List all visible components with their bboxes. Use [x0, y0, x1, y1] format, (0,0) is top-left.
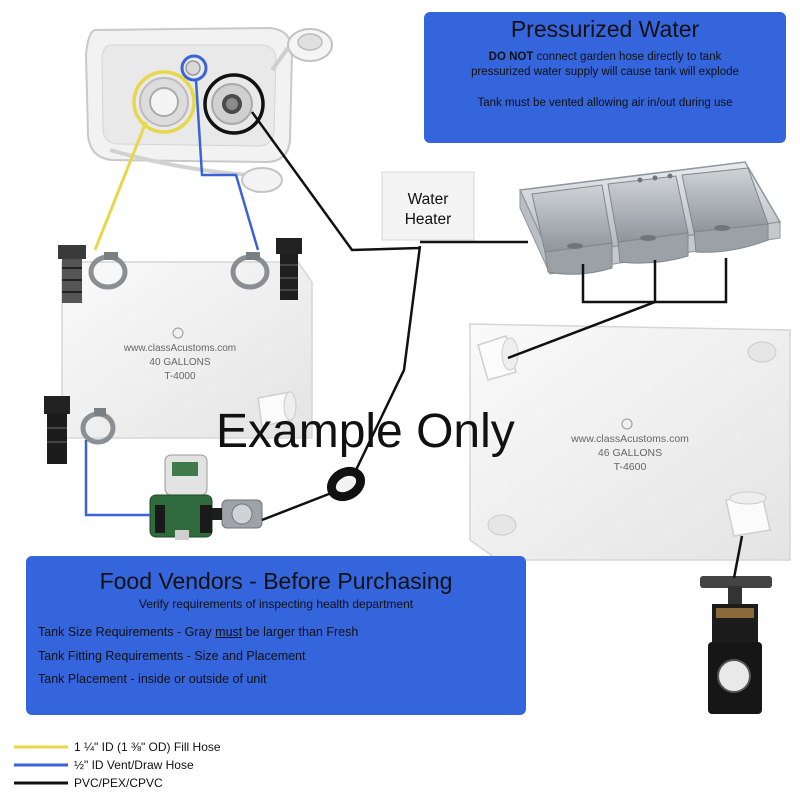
hose-clamp-icon — [80, 408, 116, 445]
pvc-pipe-inlet — [250, 111, 421, 252]
pump-icon — [149, 454, 213, 540]
requirement-size-emphasis: must — [215, 625, 243, 639]
gray-tank-website: www.classAcustoms.com — [571, 433, 689, 445]
legend-fill-hose: 1 ¼" ID (1 ⅜" OD) Fill Hose — [74, 740, 221, 754]
sink-icon — [518, 161, 782, 275]
pipe-inlet-highlight — [203, 73, 265, 135]
requirement-size-b: be larger than Fresh — [242, 625, 359, 639]
hose-clamp-icon — [88, 252, 128, 290]
strainer-icon — [212, 499, 263, 529]
water-heater-line-2: Heater — [404, 211, 452, 228]
gray-tank-model: T-4600 — [613, 461, 647, 473]
legend-pipe: PVC/PEX/CPVC — [74, 776, 163, 790]
pvc-pipe-strainer — [261, 490, 335, 522]
food-vendors-title: Food Vendors - Before Purchasing — [99, 568, 453, 594]
fresh-tank-capacity: 40 GALLONS — [149, 357, 211, 368]
fill-inlet-highlight — [132, 70, 196, 134]
requirement-fitting: Tank Fitting Requirements - Size and Pla… — [38, 649, 306, 663]
vent-note: Tank must be vented allowing air in/out … — [477, 97, 733, 109]
water-heater-label: Water Heater — [382, 190, 474, 230]
draw-hose — [84, 440, 150, 517]
sink-drain-to-tank — [507, 300, 656, 360]
elbow-fitting-icon — [257, 391, 297, 427]
requirement-size-a: Tank Size Requirements - Gray — [38, 625, 216, 639]
hose-barb-icon — [58, 245, 86, 303]
water-heater-line-1: Water — [407, 191, 449, 208]
water-heater-icon — [381, 171, 475, 241]
pressurized-water-panel: Pressurized Water DO NOT connect garden … — [424, 12, 786, 143]
pressurized-water-title: Pressurized Water — [510, 16, 700, 42]
hose-clamp-icon — [230, 252, 270, 290]
hose-barb-icon — [44, 396, 70, 464]
gray-drain-pipe — [732, 535, 744, 579]
fresh-tank-website: www.classAcustoms.com — [123, 343, 237, 354]
example-watermark: Example Only — [216, 405, 515, 458]
food-vendors-subtitle: Verify requirements of inspecting health… — [138, 597, 414, 611]
fresh-tank-label: www.classAcustoms.com 40 GALLONS T-4000 — [100, 342, 260, 384]
vent-inlet-highlight — [180, 54, 208, 82]
warning-line-2: pressurized water supply will cause tank… — [471, 66, 739, 78]
gray-tank-icon — [469, 323, 791, 561]
pressurized-warning: DO NOT connect garden hose directly to t… — [424, 50, 786, 80]
elbow-fitting-icon — [477, 335, 519, 381]
hose-barb-icon — [276, 238, 302, 300]
warning-emphasis: DO NOT — [488, 51, 534, 63]
vent-hose — [194, 79, 260, 251]
gate-valve-icon — [700, 576, 772, 714]
warning-text: connect garden hose directly to tank — [533, 51, 722, 63]
requirement-size: Tank Size Requirements - Gray must be la… — [38, 625, 526, 639]
food-vendors-panel: Food Vendors - Before Purchasing Verify … — [26, 556, 526, 715]
pvc-pipe-pump — [354, 245, 422, 471]
check-valve-icon — [326, 466, 366, 502]
gray-tank-capacity: 46 GALLONS — [597, 447, 663, 459]
elbow-fitting-icon — [725, 491, 771, 537]
legend-vent-hose: ½" ID Vent/Draw Hose — [74, 758, 194, 772]
gray-tank-label: www.classAcustoms.com 46 GALLONS T-4600 — [545, 432, 715, 474]
requirement-placement: Tank Placement - inside or outside of un… — [38, 672, 267, 686]
inlet-panel-icon — [84, 26, 333, 193]
fill-hose — [93, 121, 148, 251]
fresh-tank-model: T-4000 — [164, 371, 196, 382]
